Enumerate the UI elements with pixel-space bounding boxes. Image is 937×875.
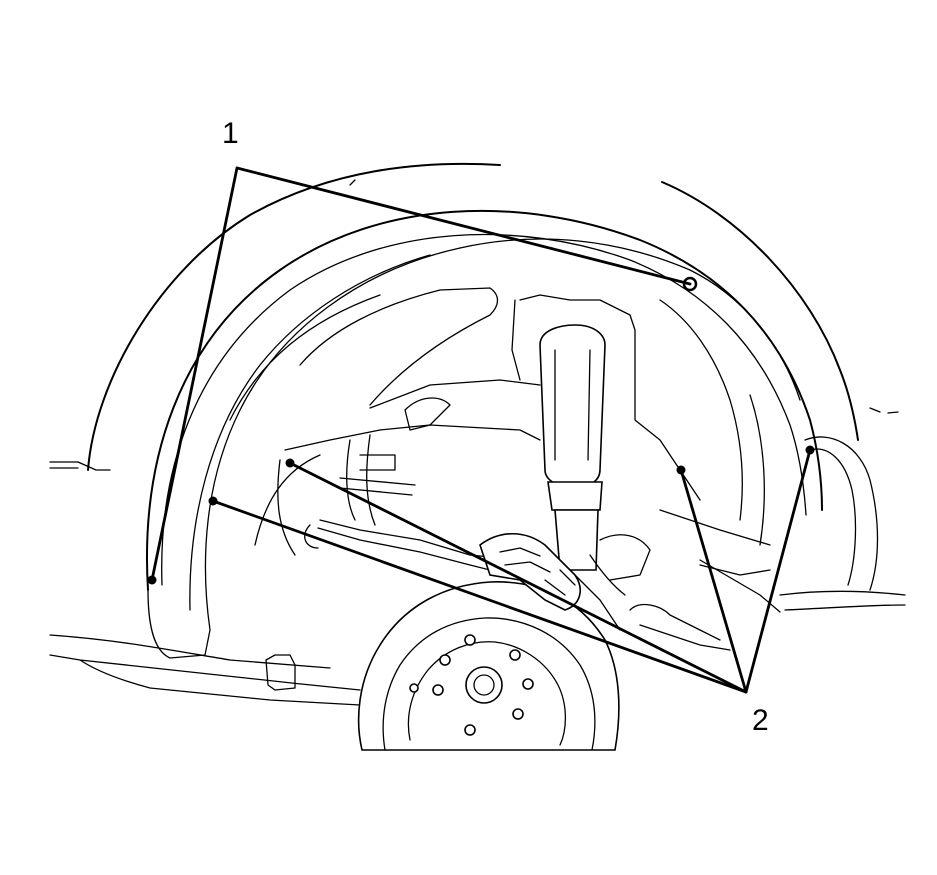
shock-rod [554, 509, 599, 571]
leader-2-a [288, 461, 748, 694]
leader-2-d [744, 448, 812, 694]
callout-1-label: 1 [222, 117, 239, 150]
body-panel [49, 162, 906, 706]
leader-2-b [211, 499, 748, 694]
rocker-line [49, 634, 331, 669]
lateral-link [629, 603, 721, 641]
hub-face-outer [382, 617, 596, 751]
liner-rear-flap [804, 436, 879, 591]
leader-1-to-lower-fastener [150, 166, 239, 582]
outer-arch-left [87, 162, 501, 471]
callout-2-label: 2 [752, 704, 769, 737]
leader-lines-callout-2 [211, 448, 812, 694]
hose-vertical [346, 434, 376, 526]
hose-upper [404, 397, 451, 431]
outer-arch-right [661, 181, 859, 441]
liner-front-flap [147, 247, 461, 659]
wheelhouse-liner [146, 209, 879, 659]
leader-1-to-upper-fastener [235, 166, 692, 286]
liner-outer-edge [146, 209, 823, 591]
inner-structure [265, 294, 771, 691]
clamp-strap [339, 477, 416, 496]
wheel-hub-icon [465, 666, 503, 704]
bumper-line [779, 590, 906, 596]
dashed-contour-right [869, 407, 899, 414]
shock-collar [547, 481, 603, 511]
shock-absorber-body [539, 324, 606, 489]
leader-2-c [679, 468, 748, 694]
rocker-clip [265, 654, 296, 691]
leader-lines-callout-1 [150, 166, 692, 582]
strut-tower [519, 294, 701, 501]
liner-outer-lip [161, 233, 807, 586]
lug-studs [409, 634, 534, 736]
dashed-contour-left [49, 461, 79, 469]
brake-caliper [479, 533, 581, 611]
fasteners [147, 276, 815, 585]
